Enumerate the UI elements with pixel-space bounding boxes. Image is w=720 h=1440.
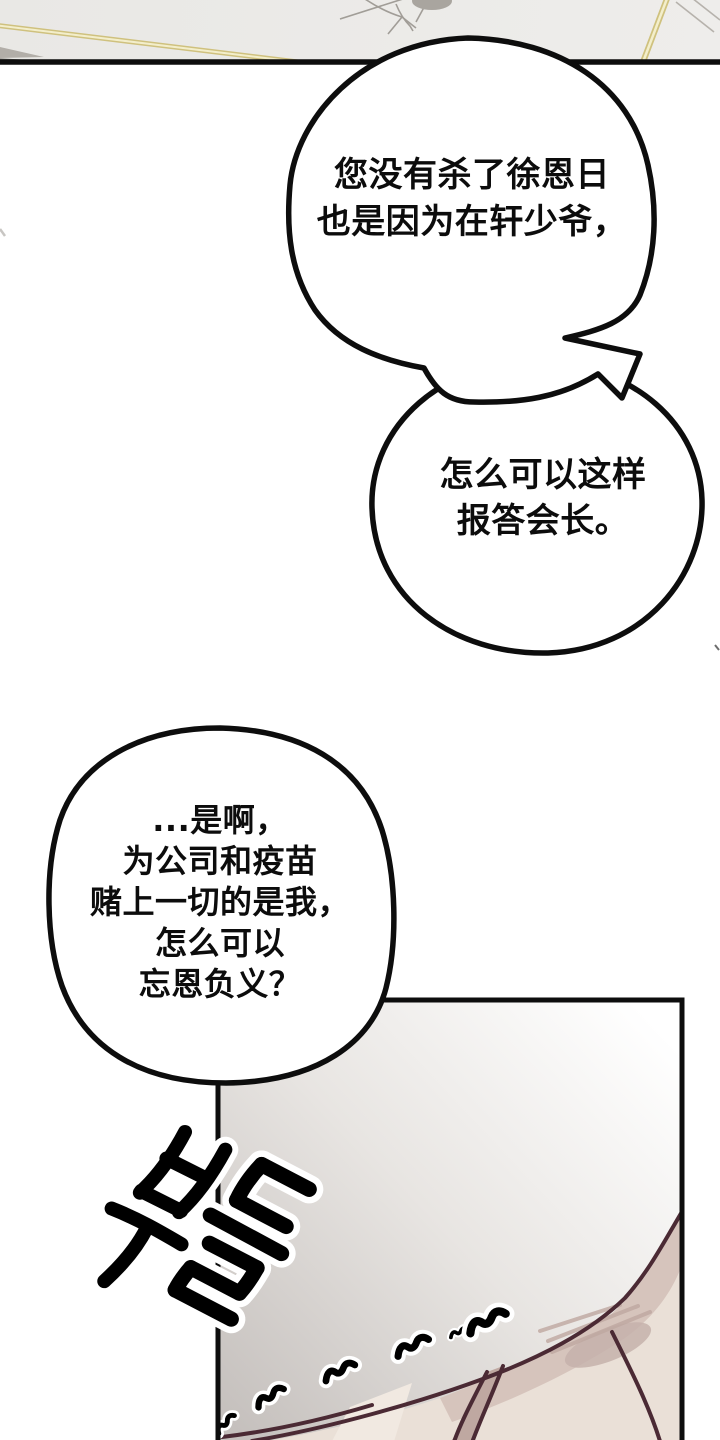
bubble-line: 您没有杀了徐恩日 xyxy=(334,155,610,195)
frame-line-left xyxy=(0,23,299,65)
fabric-base xyxy=(271,1213,682,1440)
speech-bubble-2-text: 怎么可以这样 报答会长。 xyxy=(398,452,688,544)
fabric-shadow-center xyxy=(452,1366,503,1440)
bubble-line: 为公司和疫苗 xyxy=(122,842,318,880)
speech-bubble-3-shape xyxy=(46,725,397,1086)
speech-bubble-1-text: 您没有杀了徐恩日 也是因为在轩少爷， xyxy=(290,152,654,246)
speech-bubble-1-shape xyxy=(285,35,657,405)
bubble-line: 赌上一切的是我， xyxy=(89,883,350,921)
edge-mark-right xyxy=(714,644,720,651)
bubble-line: 报答会长。 xyxy=(456,501,630,541)
corner-lines xyxy=(675,0,720,33)
frame-line-right-core xyxy=(641,0,668,63)
top-panel-background xyxy=(0,0,720,62)
speech-bubble-3-text: ...是啊， 为公司和疫苗 赌上一切的是我， 怎么可以 忘恩负义？ xyxy=(58,800,382,1005)
frame-line-right xyxy=(640,0,670,64)
fabric-shadow-right xyxy=(564,1322,652,1368)
top-panel xyxy=(0,0,720,65)
bubble-line: 也是因为在轩少爷， xyxy=(316,202,628,242)
wall-decor-blob xyxy=(412,0,452,10)
bubble-line: 忘恩负义？ xyxy=(138,965,302,1003)
shelf-sliver xyxy=(0,47,44,58)
bubble-line: 怎么可以 xyxy=(154,924,285,962)
edge-mark-left xyxy=(0,228,7,237)
bedsheet-fabric xyxy=(220,1208,682,1440)
bubble-line: 怎么可以这样 xyxy=(439,455,647,495)
fold-lines xyxy=(220,1208,682,1440)
fabric-highlight-wedge xyxy=(332,1383,412,1440)
speech-bubble-2-shape xyxy=(369,359,705,656)
frame-line-left-core xyxy=(0,24,299,63)
bubble-line: ...是啊， xyxy=(152,801,288,839)
